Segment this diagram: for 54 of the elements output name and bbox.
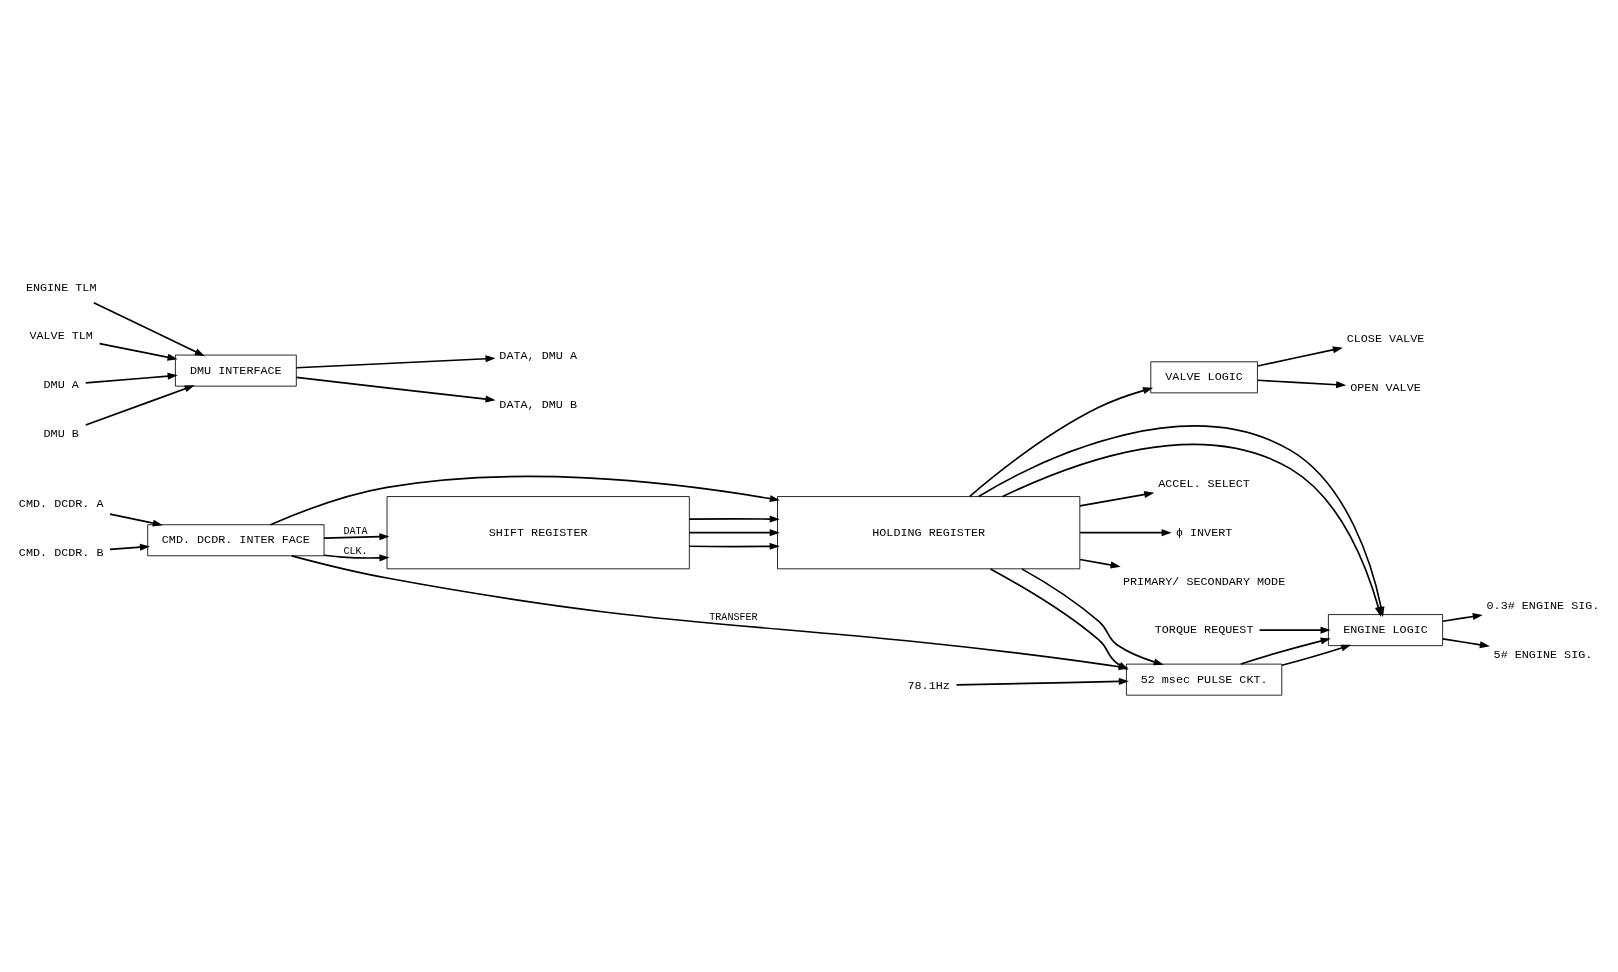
arrow [109, 512, 163, 527]
arrow [955, 677, 1129, 686]
node-box: ENGINE LOGIC [1328, 613, 1444, 646]
node-text: 0.3# ENGINE SIG. [1486, 598, 1600, 613]
node-text: DATA, DMU A [499, 348, 577, 363]
node-text: ϕ INVERT [1175, 525, 1233, 540]
arrow [688, 528, 780, 536]
arrow [323, 553, 390, 561]
node-text: CMD. DCDR. B [18, 545, 104, 560]
node-text: 78.1Hz [907, 678, 950, 693]
node-text: ACCEL. SELECT [1158, 476, 1250, 491]
edge-label: DATA [343, 525, 368, 537]
node-box: CMD. DCDR. INTER FACE [147, 523, 325, 556]
node-box: 52 msec PULSE CKT. [1126, 663, 1283, 696]
arrow [295, 354, 496, 369]
arrow [1281, 644, 1352, 666]
node-text: DMU A [43, 377, 79, 392]
node-box: HOLDING REGISTER [777, 495, 1081, 569]
arrow [1079, 558, 1121, 568]
arrow [295, 376, 496, 403]
arrow [92, 301, 205, 356]
arrow [84, 372, 178, 384]
edge-label: CLK. [343, 545, 368, 557]
node-text: DATA, DMU B [499, 397, 577, 412]
node-text: CMD. DCDR. A [18, 496, 104, 511]
arrow [109, 543, 150, 551]
arrow [1441, 612, 1483, 622]
arrow [688, 542, 780, 550]
edge-label: TRANSFER [709, 611, 758, 623]
arrow [269, 475, 780, 525]
arrow [323, 532, 390, 540]
arrow [1240, 637, 1331, 665]
node-text: VALVE TLM [29, 328, 93, 343]
arrow [1256, 378, 1347, 388]
arrow [1020, 567, 1164, 665]
arrow [84, 384, 195, 426]
node-text: DMU B [43, 426, 79, 441]
node-text: TORQUE REQUEST [1154, 622, 1254, 637]
arrow [1258, 626, 1331, 634]
arrow [1256, 345, 1343, 367]
arrow [1079, 490, 1155, 507]
arrow [98, 342, 178, 361]
node-box: DMU INTERFACE [174, 354, 297, 387]
arrow [688, 515, 780, 523]
arrow [1079, 528, 1172, 536]
arrow [968, 386, 1154, 497]
arrow [1441, 637, 1490, 648]
node-text: ENGINE TLM [25, 280, 97, 295]
node-text: CLOSE VALVE [1346, 331, 1425, 346]
node-text: PRIMARY/ SECONDARY MODE [1123, 574, 1286, 588]
node-text: OPEN VALVE [1350, 380, 1421, 395]
node-box: SHIFT REGISTER [386, 495, 690, 569]
node-box: VALVE LOGIC [1150, 360, 1258, 393]
node-text: 5# ENGINE SIG. [1493, 647, 1593, 662]
